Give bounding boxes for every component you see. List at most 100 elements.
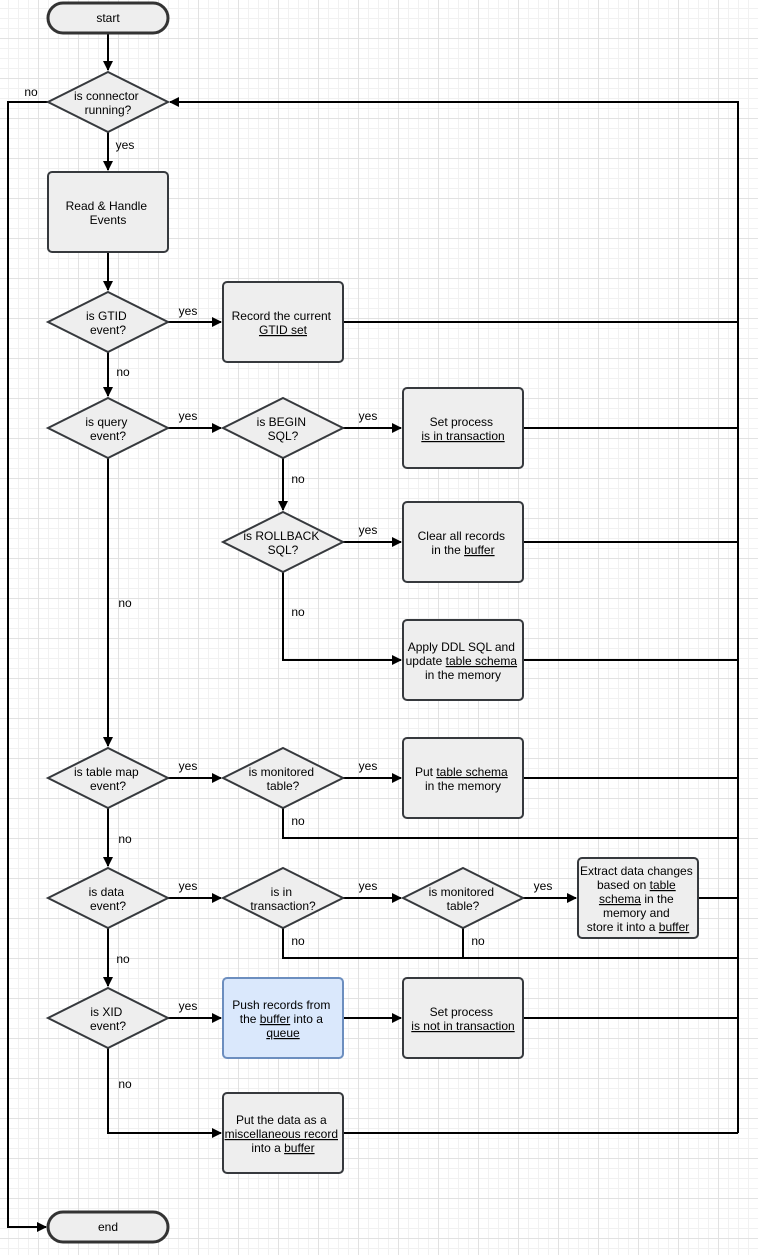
ddl-line-2a: update	[406, 654, 446, 668]
set-in-tx-line-2: is in transaction	[421, 429, 504, 443]
push-line-2a: the	[240, 1012, 260, 1026]
node-in-transaction: is in transaction?	[220, 866, 346, 930]
gtid-line-2: event?	[90, 323, 126, 337]
ddl-line-1: Apply DDL SQL and	[408, 640, 515, 654]
query-line-2: event?	[90, 429, 126, 443]
intx-line-2: transaction?	[250, 899, 316, 913]
node-table-map-event: is table map event?	[45, 746, 171, 810]
monitored1-line-2: table?	[267, 779, 300, 793]
svg-text:Push records from the bu: Push records from the buffer into a queu…	[232, 998, 333, 1040]
edges	[7, 33, 739, 1232]
svg-text:Clear all records in the: Clear all records in the buffer	[418, 529, 509, 557]
edge-xid-to-misc	[107, 1048, 222, 1138]
data-line-1: is data	[89, 885, 125, 899]
edge-return-bus	[169, 97, 739, 1133]
label-rollback-no: no	[291, 605, 305, 619]
extract-line-5a: store it into a	[587, 920, 659, 934]
record-line-2: GTID set	[259, 323, 308, 337]
node-start-label: start	[96, 11, 120, 25]
record-line-1: Record the current	[232, 309, 332, 323]
node-monitored-table-1: is monitored table?	[220, 746, 346, 810]
put-schema-line-2: in the memory	[425, 779, 501, 793]
node-apply-ddl: Apply DDL SQL and update table schema in…	[402, 619, 524, 701]
label-gtid-no: no	[116, 365, 130, 379]
label-tablemap-no: no	[118, 832, 132, 846]
node-read-handle-events: Read & Handle Events	[47, 171, 169, 253]
put-schema-line-1a: Put	[415, 765, 436, 779]
put-schema-line-1b: table schema	[436, 765, 508, 779]
extract-line-5b: buffer	[659, 920, 689, 934]
svg-text:is monitored table?: is monitored table?	[249, 765, 318, 793]
xid-line-1: is XID	[90, 1005, 122, 1019]
node-push-records: Push records from the buffer into a queu…	[222, 977, 344, 1059]
label-monitored2-no: no	[471, 934, 485, 948]
read-line-1: Read & Handle	[66, 199, 148, 213]
svg-text:is ROLLBACK SQL?: is ROLLBACK SQL?	[243, 529, 322, 557]
svg-text:is in transaction?: is in transaction?	[250, 885, 316, 913]
set-in-tx-line-1: Set process	[430, 415, 493, 429]
label-data-no: no	[116, 952, 130, 966]
monitored2-line-1: is monitored	[429, 885, 494, 899]
svg-text:is monitored table?: is monitored table?	[429, 885, 498, 913]
edge-rollback-no	[282, 572, 402, 665]
push-line-2b: buffer	[260, 1012, 290, 1026]
svg-text:is query event?: is query event?	[85, 415, 130, 443]
svg-text:Read & Handle Events: Read & Handle Events	[66, 199, 151, 227]
node-put-misc: Put the data as a miscellaneous record i…	[222, 1092, 344, 1174]
edge-labels: no yes yes no yes yes no yes no no yes y…	[24, 85, 552, 1091]
clear-line-1: Clear all records	[418, 529, 505, 543]
monitored2-line-2: table?	[447, 899, 480, 913]
extract-line-2b: table	[650, 878, 676, 892]
label-monitored1-no: no	[291, 814, 305, 828]
connector-line-2: running?	[85, 103, 132, 117]
node-start: start	[46, 1, 170, 35]
node-begin-sql: is BEGIN SQL?	[220, 396, 346, 460]
svg-text:is GTID event?: is GTID event?	[86, 309, 130, 337]
label-monitored2-yes: yes	[534, 879, 553, 893]
extract-line-2a: based on	[597, 878, 650, 892]
begin-line-1: is BEGIN	[257, 415, 306, 429]
svg-text:is XID event?: is XID event?	[90, 1005, 126, 1033]
query-line-1: is query	[85, 415, 127, 429]
label-begin-yes: yes	[359, 409, 378, 423]
gtid-line-1: is GTID	[86, 309, 127, 323]
set-not-tx-line-1: Set process	[430, 1005, 493, 1019]
extract-line-1: Extract data changes	[580, 864, 693, 878]
label-connector-yes: yes	[116, 138, 135, 152]
edge-connector-no-to-end	[7, 101, 48, 1232]
misc-line-3b: buffer	[284, 1141, 314, 1155]
svg-text:Apply DDL SQL and update: Apply DDL SQL and update table schema in…	[406, 640, 521, 682]
extract-line-3a: schema	[599, 892, 641, 906]
intx-line-1: is in	[271, 885, 292, 899]
edge-monitored1-no	[282, 808, 738, 839]
tablemap-line-1: is table map	[74, 765, 139, 779]
label-query-no: no	[118, 596, 132, 610]
monitored1-line-1: is monitored	[249, 765, 314, 779]
ddl-line-3: in the memory	[425, 668, 501, 682]
svg-text:Put table schema in the: Put table schema in the memory	[415, 765, 511, 793]
extract-line-4: memory and	[603, 906, 670, 920]
svg-text:Set process is in transa: Set process is in transaction	[421, 415, 504, 443]
push-line-1: Push records from	[232, 998, 330, 1012]
node-end: end	[46, 1210, 170, 1244]
data-line-2: event?	[90, 899, 126, 913]
node-gtid-event: is GTID event?	[45, 290, 171, 354]
read-line-2: Events	[90, 213, 127, 227]
push-line-2c: into a	[290, 1012, 323, 1026]
clear-line-2b: buffer	[464, 543, 494, 557]
svg-text:Extract data changes bas: Extract data changes based on table sche…	[580, 864, 696, 934]
label-query-yes: yes	[179, 409, 198, 423]
rollback-line-2: SQL?	[268, 543, 299, 557]
svg-text:is BEGIN SQL?: is BEGIN SQL?	[257, 415, 310, 443]
node-xid-event: is XID event?	[45, 986, 171, 1050]
svg-text:is connector running?: is connector running?	[74, 89, 142, 117]
svg-text:Put the data as a miscel: Put the data as a miscellaneous record i…	[225, 1113, 342, 1155]
node-monitored-table-2: is monitored table?	[400, 866, 526, 930]
node-data-event: is data event?	[45, 866, 171, 930]
node-end-label: end	[98, 1220, 118, 1234]
label-intx-yes: yes	[359, 879, 378, 893]
node-extract-changes: Extract data changes based on table sche…	[577, 857, 699, 939]
label-xid-yes: yes	[179, 999, 198, 1013]
label-gtid-yes: yes	[179, 304, 198, 318]
